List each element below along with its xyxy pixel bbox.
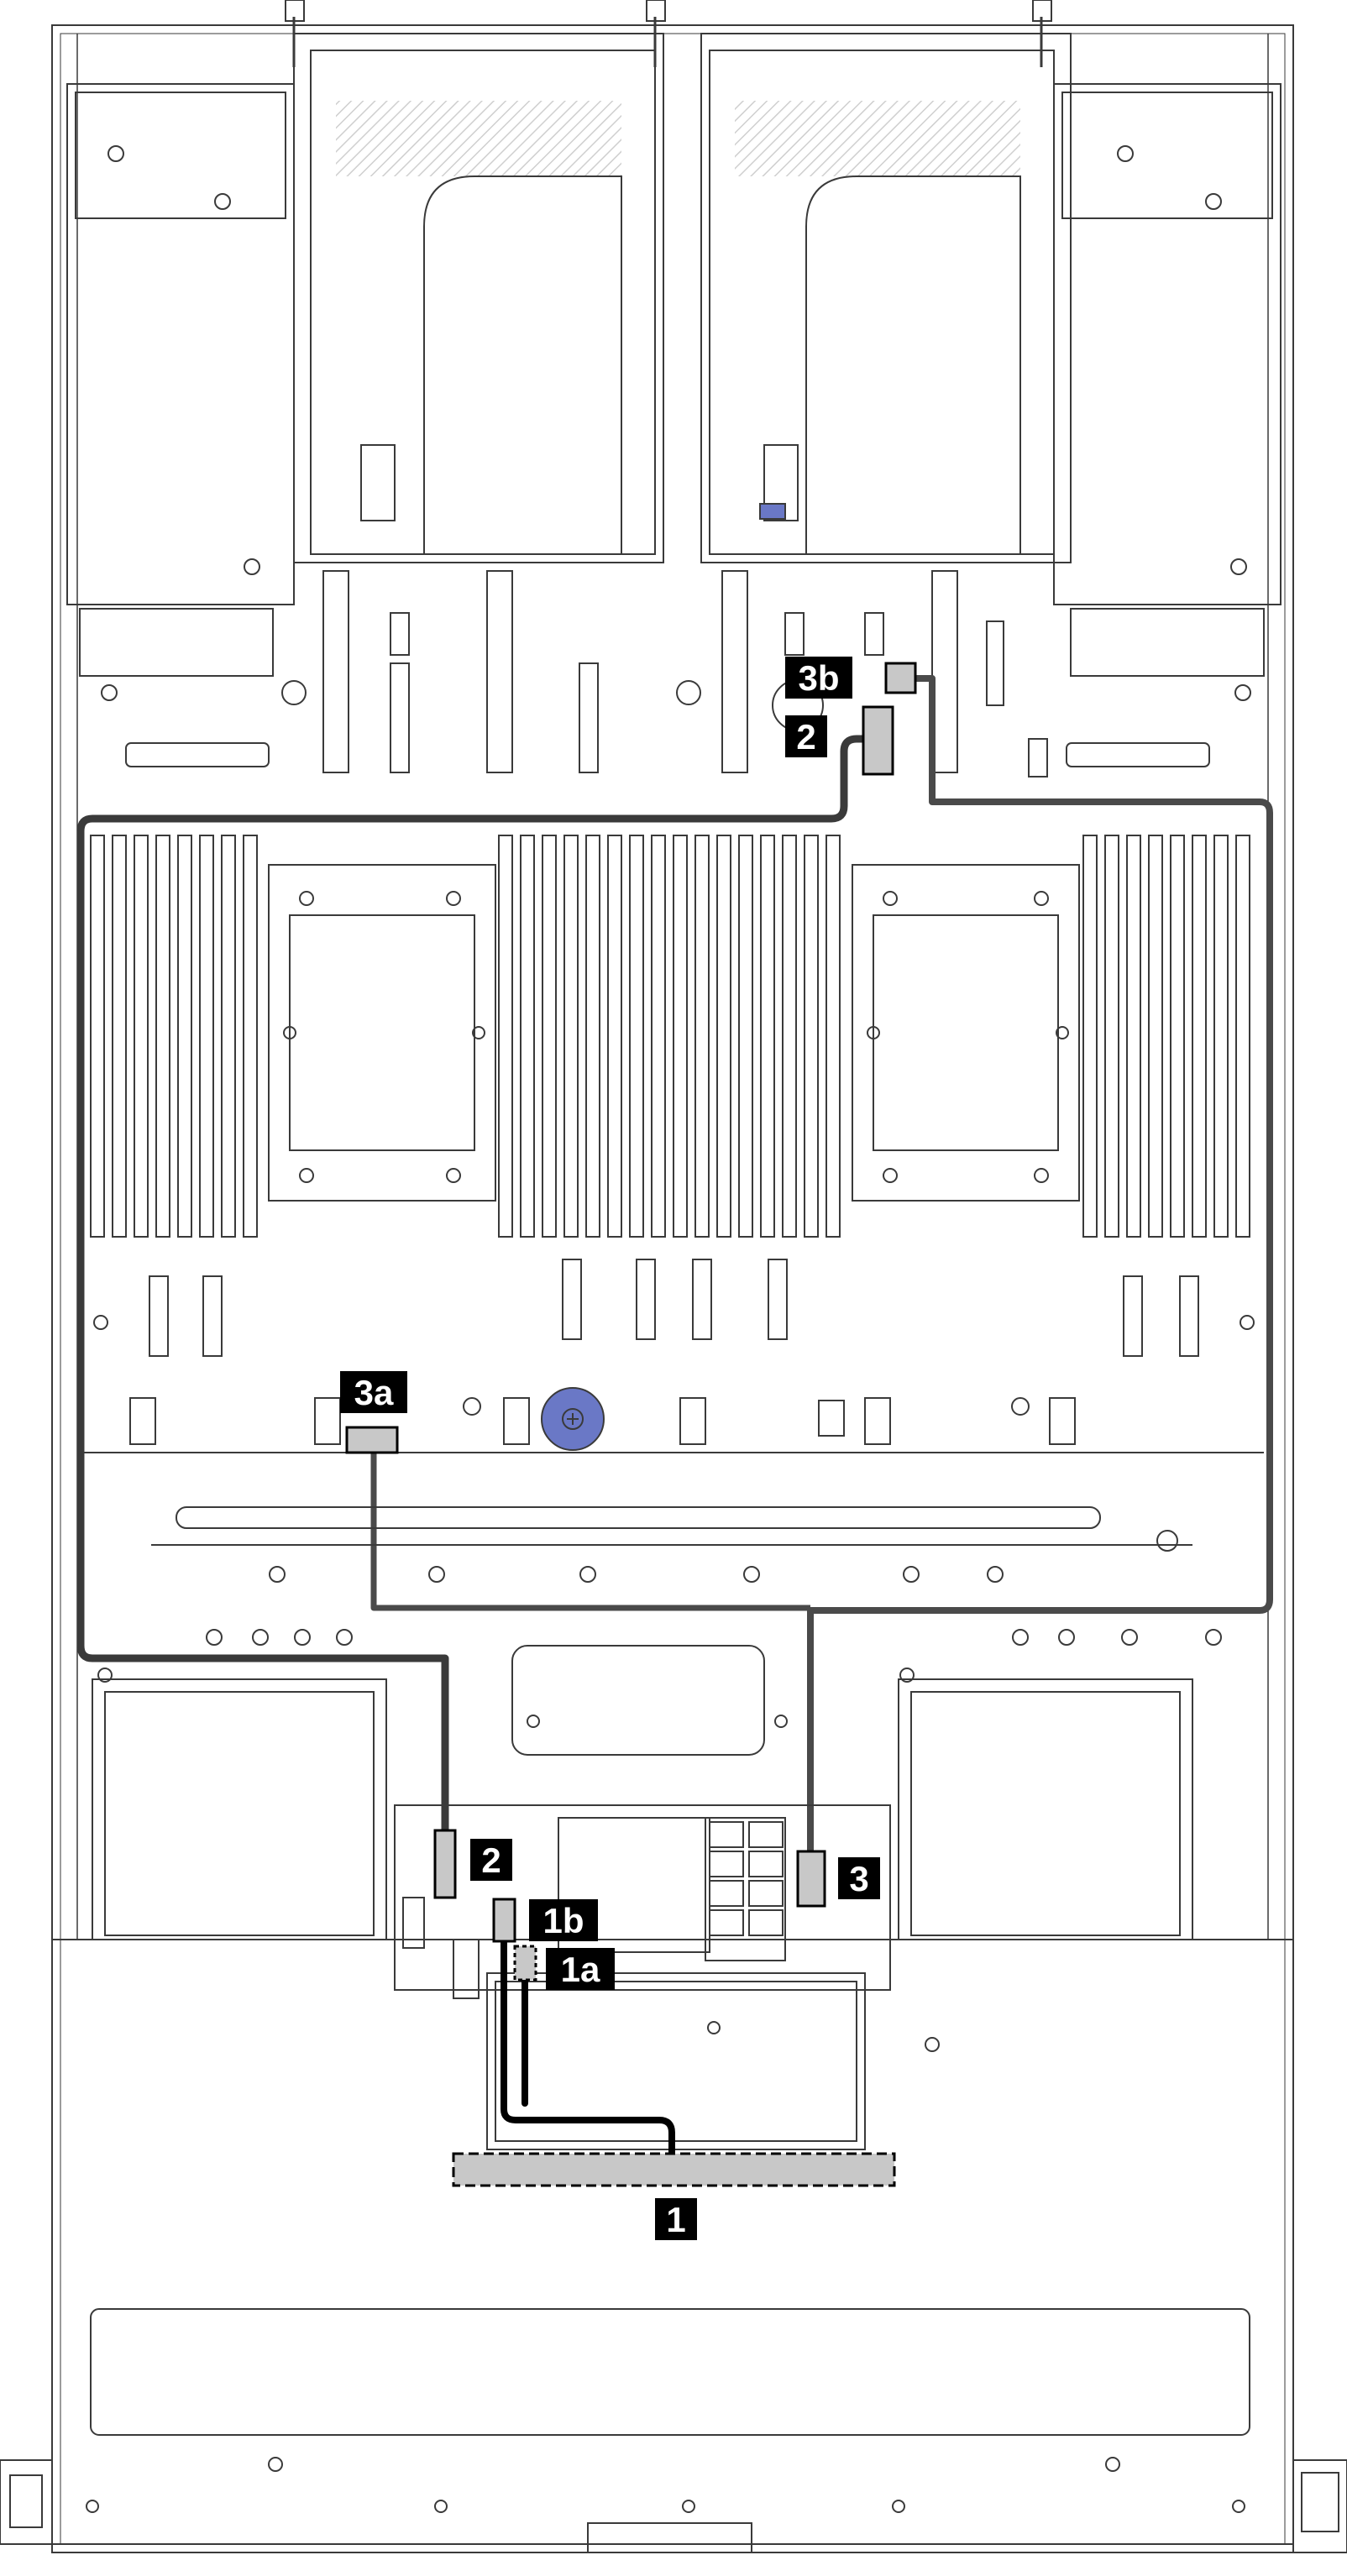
- dimm-slots-middle: [498, 835, 841, 1238]
- connector-2-bottom: [433, 1829, 457, 1899]
- callout-3-bottom-text: 3: [849, 1859, 868, 1898]
- connector-2-top: [862, 705, 894, 776]
- callout-3-bottom: 3: [838, 1857, 880, 1899]
- callout-1b-text: 1b: [542, 1901, 584, 1940]
- connector-1: [452, 2152, 896, 2187]
- fan-bay-right: [898, 1668, 1193, 1940]
- cable-gray-3b: [807, 675, 1273, 1867]
- psu-right: [1053, 83, 1281, 677]
- cable-2: [76, 735, 882, 1835]
- callout-1: 1: [655, 2198, 697, 2240]
- dimm-slots-left: [90, 835, 258, 1238]
- backplane-module: [394, 1804, 891, 2150]
- connector-3a: [345, 1426, 399, 1454]
- callout-3a-text: 3a: [354, 1373, 394, 1412]
- rear-connectors: [101, 679, 1251, 767]
- cable-black-1: [501, 1936, 675, 2157]
- callout-2-top: 2: [785, 715, 827, 757]
- callout-1-text: 1: [666, 2200, 685, 2239]
- fan-bay-left: [92, 1668, 387, 1940]
- blue-screw: [541, 1387, 605, 1451]
- cable-gray-3a: [370, 1448, 810, 1611]
- connector-3b: [884, 662, 917, 694]
- callout-2-bottom: 2: [470, 1839, 512, 1881]
- riser-cage-left: [285, 0, 666, 563]
- board-rails: [84, 1452, 1264, 1646]
- board-lower-connectors: [93, 1259, 1255, 1445]
- center-vent: [511, 1645, 788, 1756]
- psu-left: [66, 83, 295, 677]
- cpu-socket-right: [852, 864, 1080, 1202]
- callout-1a: 1a: [546, 1948, 615, 1990]
- front-panel: [0, 1939, 1347, 2553]
- callout-3b: 3b: [785, 657, 852, 699]
- cpu-socket-left: [268, 864, 496, 1202]
- callout-1a-text: 1a: [561, 1950, 600, 1989]
- riser-cage-right: [700, 0, 1072, 563]
- dimm-slots-right: [1082, 835, 1250, 1238]
- callout-3b-text: 3b: [798, 658, 839, 698]
- callout-1b: 1b: [529, 1899, 598, 1941]
- connector-1b: [492, 1898, 516, 1943]
- callout-2-bottom-text: 2: [481, 1840, 501, 1880]
- pcie-slots: [322, 570, 1048, 778]
- callout-3a: 3a: [340, 1371, 407, 1413]
- connector-3-bottom: [796, 1850, 826, 1908]
- connector-1a: [513, 1945, 537, 1982]
- blue-latch: [759, 503, 786, 520]
- callout-2-top-text: 2: [796, 717, 815, 757]
